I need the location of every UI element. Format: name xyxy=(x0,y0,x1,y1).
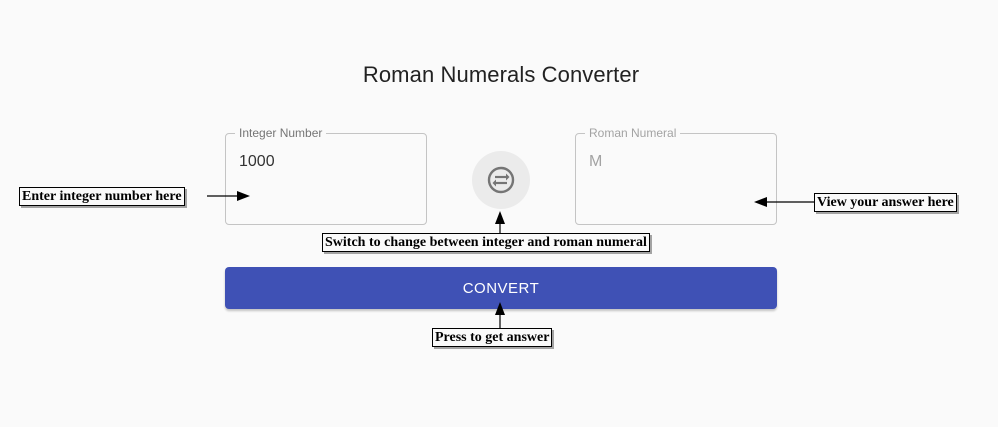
integer-number-input[interactable]: 1000 xyxy=(239,153,275,170)
annotation-view-answer: View your answer here xyxy=(814,193,957,212)
roman-numeral-label: Roman Numeral xyxy=(585,126,681,140)
annotation-switch: Switch to change between integer and rom… xyxy=(322,233,650,252)
integer-number-label: Integer Number xyxy=(235,126,327,140)
roman-numeral-field[interactable]: Roman Numeral M xyxy=(575,126,777,225)
page-title: Roman Numerals Converter xyxy=(362,62,640,87)
integer-number-field[interactable]: Integer Number 1000 xyxy=(225,126,427,225)
annotation-enter-integer: Enter integer number here xyxy=(19,187,185,206)
convert-button[interactable]: CONVERT xyxy=(225,267,777,309)
roman-numeral-output: M xyxy=(589,153,603,170)
swap-icon xyxy=(487,166,515,194)
annotation-press: Press to get answer xyxy=(432,328,553,347)
swap-button[interactable] xyxy=(472,151,530,209)
